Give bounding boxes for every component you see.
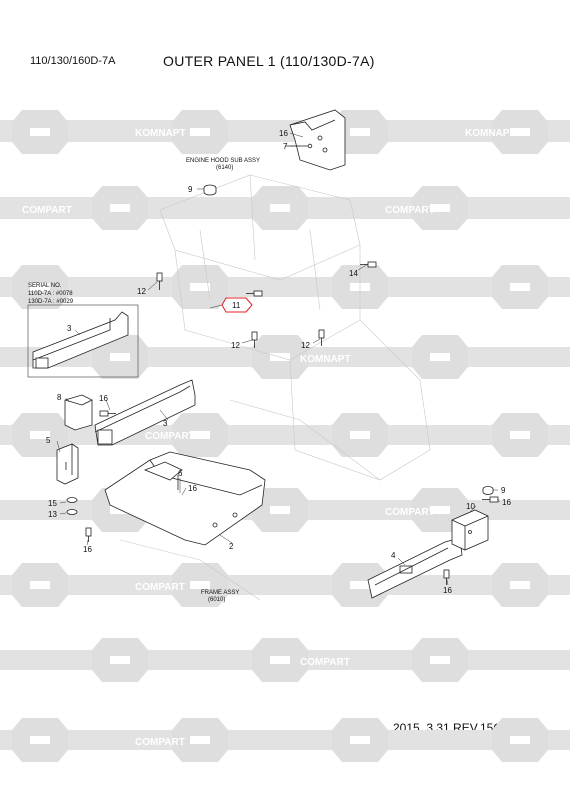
- callout-12: 12: [137, 287, 146, 296]
- callout-9: 9: [501, 486, 506, 495]
- callout-7: 7: [283, 142, 288, 151]
- engine-hood-note: ENGINE HOOD SUB ASSY: [186, 158, 260, 164]
- assembly-notes: ENGINE HOOD SUB ASSY (6140) FRAME ASSY (…: [186, 158, 260, 603]
- engine-hood-ref: (6140): [216, 165, 233, 171]
- part-9-cap: [203, 184, 217, 196]
- leader-lines: [56, 132, 501, 586]
- part-2-frame: [104, 451, 266, 546]
- callout-2: 2: [229, 542, 234, 551]
- part-7-panel: [285, 109, 346, 171]
- callout-8: 8: [57, 393, 62, 402]
- page-title: OUTER PANEL 1 (110/130D-7A): [163, 53, 375, 69]
- serial-line: 130D-7A : #0029: [28, 299, 74, 305]
- watermark-text: COMPART: [385, 205, 435, 216]
- callout-4: 4: [391, 551, 396, 560]
- callout-16: 16: [99, 394, 108, 403]
- callout-15: 15: [48, 499, 57, 508]
- callout-16: 16: [279, 129, 288, 138]
- callout-labels: 16 7 9 14 12 11 12 12 3 8 16 3 5 6 16 15…: [46, 129, 511, 595]
- serial-line: 110D-7A : #0078: [28, 291, 73, 297]
- part-5-clamp: [56, 443, 79, 485]
- callout-16: 16: [502, 498, 511, 507]
- watermark-text: KOMNAPT: [300, 354, 351, 365]
- callout-14: 14: [349, 269, 358, 278]
- watermark-text: COMPART: [135, 737, 185, 748]
- callout-11: 11: [232, 301, 241, 310]
- frame-assy-note: FRAME ASSY: [201, 590, 239, 596]
- watermark-pattern: COMPART KOMNAPT COMPART KOMNAPT COMPART …: [0, 110, 570, 762]
- callout-10: 10: [466, 502, 475, 511]
- part-15-13-washers: [66, 497, 78, 515]
- serial-heading: SERIAL NO.: [28, 283, 62, 289]
- serial-note: SERIAL NO. 110D-7A : #0078 130D-7A : #00…: [28, 283, 74, 305]
- callout-16: 16: [443, 586, 452, 595]
- callout-3: 3: [67, 324, 72, 333]
- part-3-bracket: [94, 379, 196, 446]
- frame-assy-ref: (6010): [208, 597, 225, 603]
- watermark-text: COMPART: [300, 657, 350, 668]
- watermark-text: COMPART: [22, 205, 72, 216]
- background-frame-lines: [119, 174, 431, 601]
- serial-inset-box: [27, 304, 139, 378]
- callout-5: 5: [46, 436, 51, 445]
- watermark-text: COMPART: [135, 582, 185, 593]
- callout-12: 12: [301, 341, 310, 350]
- callout-6: 6: [178, 469, 183, 478]
- callout-16: 16: [83, 545, 92, 554]
- part-3-inset: [32, 311, 129, 369]
- watermark-text: COMPART: [385, 507, 435, 518]
- callout-12: 12: [231, 341, 240, 350]
- part-4-panel: [367, 537, 463, 599]
- watermark-text: COMPART: [145, 431, 195, 442]
- part-10-box: [451, 509, 489, 551]
- callout-9: 9: [188, 185, 193, 194]
- watermark-text: KOMNAPT: [465, 128, 516, 139]
- callout-16: 16: [188, 484, 197, 493]
- watermark-text: KOMNAPT: [135, 128, 186, 139]
- model-number: 110/130/160D-7A: [30, 55, 116, 67]
- callout-3: 3: [163, 419, 168, 428]
- part-9-cap-right: [482, 486, 494, 495]
- part-8-box: [64, 394, 93, 431]
- callout-13: 13: [48, 510, 57, 519]
